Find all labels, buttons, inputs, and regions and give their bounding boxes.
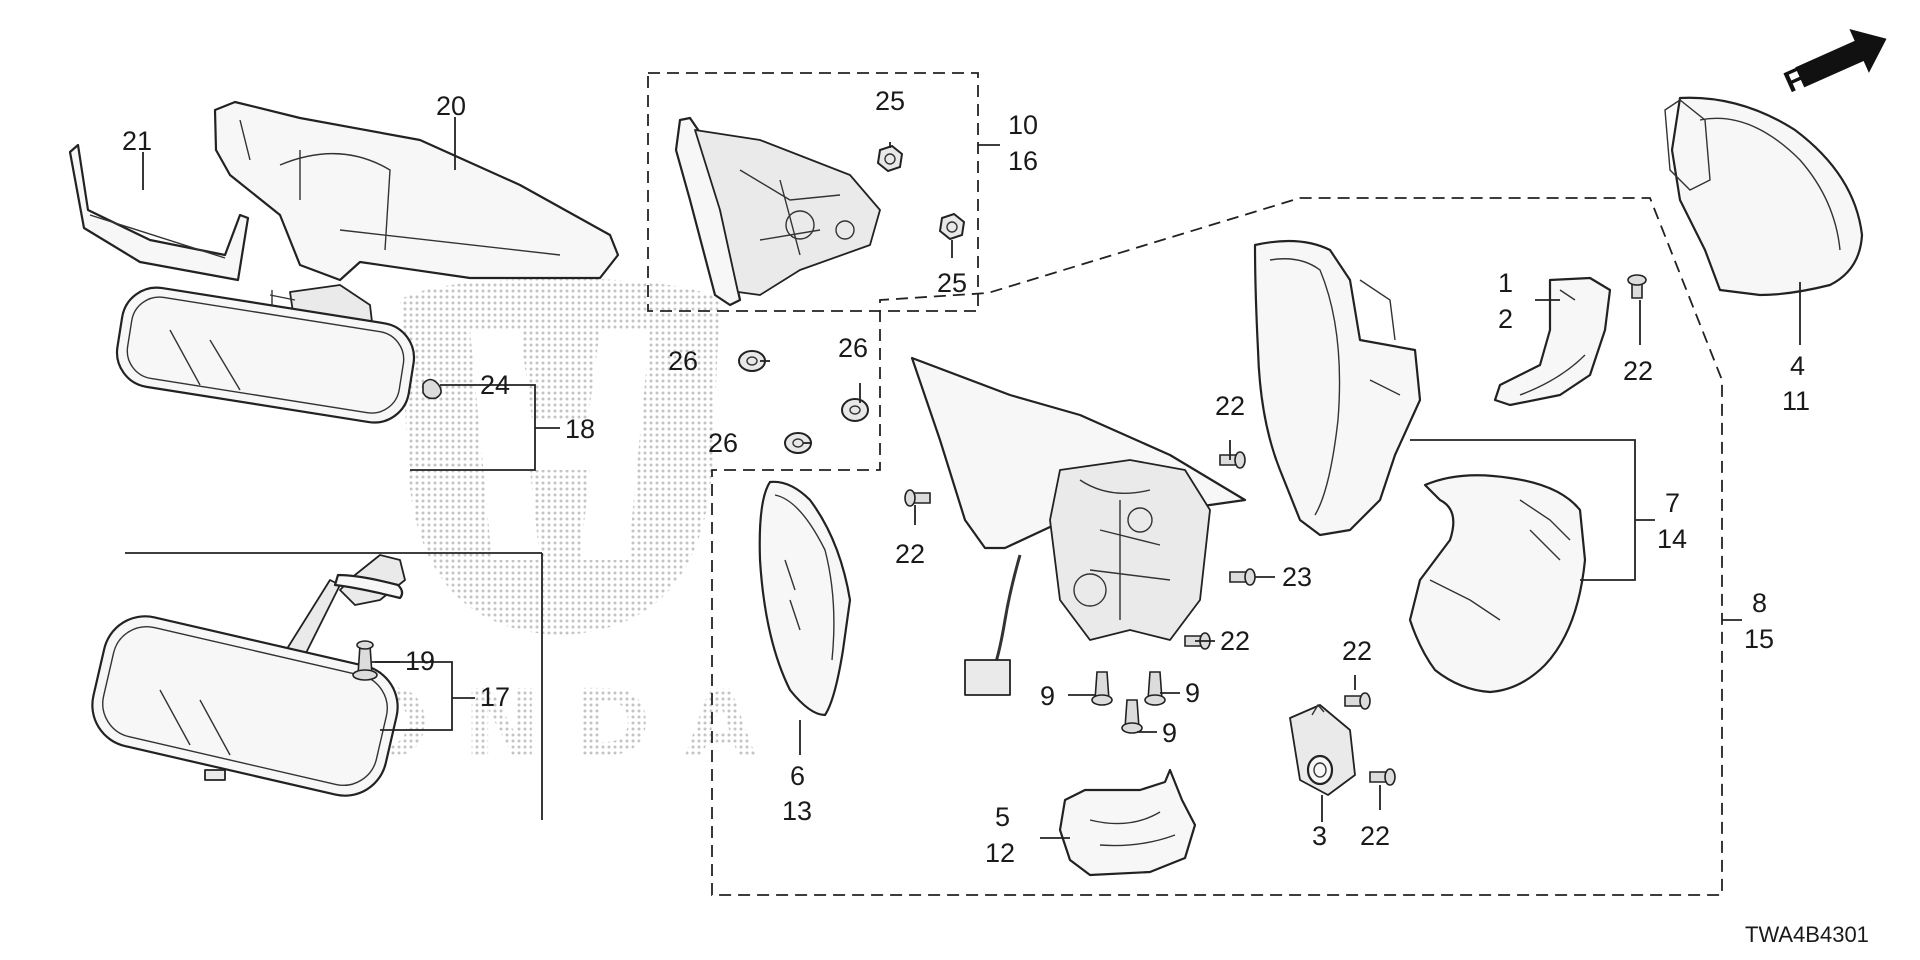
part-1-side-turn-light	[1493, 276, 1612, 407]
part-25-nut-lower	[938, 212, 966, 241]
callout-26-a: 26	[668, 346, 698, 376]
callout-22-d: 22	[1220, 626, 1250, 656]
part-7-visor	[1408, 474, 1587, 694]
callout-1: 1	[1498, 268, 1513, 298]
actuator-group-box	[647, 72, 979, 312]
honda-logo-watermark	[400, 278, 720, 635]
part-4-mirror-cap	[1664, 96, 1864, 297]
part-23-screw	[1229, 568, 1256, 586]
callout-15: 15	[1744, 624, 1774, 654]
callout-10: 10	[1008, 110, 1038, 140]
part-21-cover-strip	[68, 143, 250, 282]
callout-20: 20	[436, 91, 466, 121]
callout-14: 14	[1657, 524, 1687, 554]
part-3-camera	[1289, 703, 1356, 796]
part-6-mirror-glass	[758, 480, 852, 717]
callout-22-a: 22	[1623, 356, 1653, 386]
callout-25-upper: 25	[875, 86, 905, 116]
callout-26-b: 26	[838, 333, 868, 363]
callout-11: 11	[1782, 386, 1810, 416]
part-26-nut-b	[841, 398, 869, 422]
callout-24: 24	[480, 370, 510, 400]
callout-8: 8	[1752, 588, 1767, 618]
part-25-nut-upper	[876, 144, 904, 173]
callout-5: 5	[995, 802, 1010, 832]
part-10-actuator	[674, 116, 881, 307]
callout-3: 3	[1312, 821, 1327, 851]
part-22-screw-a	[1627, 274, 1647, 299]
callout-22-e: 22	[1342, 636, 1372, 666]
part-5-lower-cover	[1058, 768, 1197, 877]
callout-22-c: 22	[895, 539, 925, 569]
forward-direction-arrow-icon	[1795, 29, 1887, 88]
part-22-screw-f	[1369, 768, 1396, 786]
part-9-screw-b	[1144, 671, 1166, 706]
part-22-screw-b	[1219, 451, 1246, 469]
part-19-screw	[352, 640, 378, 681]
callout-2: 2	[1498, 304, 1513, 334]
part-9-screw-c	[1121, 699, 1143, 734]
callout-21: 21	[122, 126, 152, 156]
callout-22-f: 22	[1360, 821, 1390, 851]
callout-9-a: 9	[1040, 681, 1055, 711]
part-22-screw-e	[1344, 692, 1371, 710]
part-24-clip	[422, 378, 442, 400]
callout-23: 23	[1282, 562, 1312, 592]
callout-17: 17	[480, 682, 510, 712]
part-8-mirror-housing	[1253, 239, 1422, 537]
callout-7: 7	[1665, 488, 1680, 518]
callout-9-b: 9	[1185, 678, 1200, 708]
part-20-mirror-cover	[213, 100, 620, 282]
part-18-inside-mirror	[115, 284, 416, 424]
callout-16: 16	[1008, 146, 1038, 176]
callout-9-c: 9	[1162, 718, 1177, 748]
mirror-base-assembly	[910, 356, 1247, 696]
callout-6: 6	[790, 761, 805, 791]
callout-22-b: 22	[1215, 391, 1245, 421]
diagram-code: TWA4B4301	[1745, 922, 1869, 947]
callout-19: 19	[405, 646, 435, 676]
part-17-inside-mirror	[91, 554, 406, 797]
part-9-screw-a	[1091, 671, 1113, 706]
callout-18: 18	[565, 414, 595, 444]
callout-4: 4	[1790, 351, 1805, 381]
callout-13: 13	[782, 796, 812, 826]
leader-lines	[142, 117, 1801, 839]
mirror-assembly-group-box	[711, 197, 1723, 896]
callout-26-c: 26	[708, 428, 738, 458]
callout-12: 12	[985, 838, 1015, 868]
part-22-screw-c	[904, 489, 931, 507]
callout-25-lower: 25	[937, 268, 967, 298]
